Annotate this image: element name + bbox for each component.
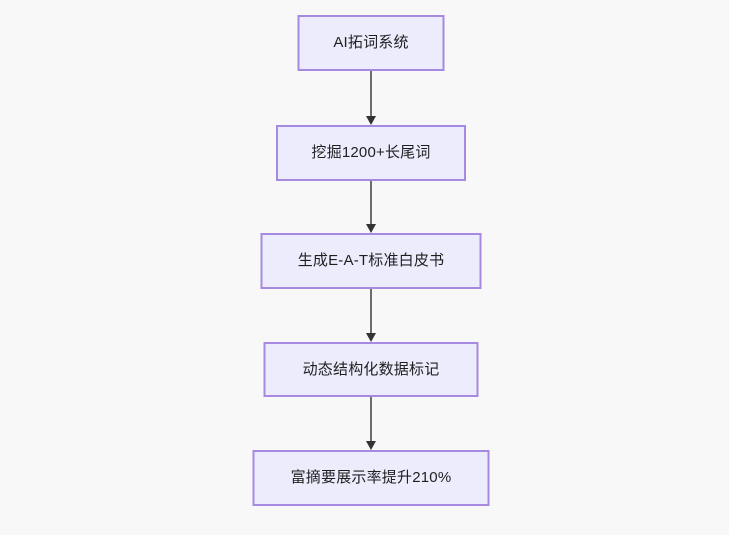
flow-node-longtail-mining[interactable]: 挖掘1200+长尾词 — [276, 125, 466, 181]
edge-line — [370, 71, 372, 117]
flow-node-label: 生成E-A-T标准白皮书 — [297, 252, 445, 269]
arrowhead-icon — [366, 441, 376, 450]
edge-line — [370, 289, 372, 334]
flow-node-ai-keyword-system[interactable]: AI拓词系统 — [297, 15, 445, 71]
edge-n2-n3 — [365, 181, 377, 233]
arrowhead-icon — [366, 333, 376, 342]
arrowhead-icon — [366, 116, 376, 125]
flow-node-eat-whitepaper[interactable]: 生成E-A-T标准白皮书 — [260, 233, 482, 289]
flow-node-structured-data-markup[interactable]: 动态结构化数据标记 — [263, 342, 479, 397]
flow-node-rich-snippet-result[interactable]: 富摘要展示率提升210% — [252, 450, 490, 506]
edge-n1-n2 — [365, 71, 377, 125]
flow-node-label: AI拓词系统 — [333, 34, 409, 51]
flow-node-label: 富摘要展示率提升210% — [290, 469, 452, 486]
edge-line — [370, 181, 372, 225]
edge-line — [370, 397, 372, 442]
flow-node-label: 挖掘1200+长尾词 — [311, 144, 431, 161]
flow-node-label: 动态结构化数据标记 — [302, 360, 440, 378]
edge-n4-n5 — [365, 397, 377, 450]
edge-n3-n4 — [365, 289, 377, 342]
arrowhead-icon — [366, 224, 376, 233]
